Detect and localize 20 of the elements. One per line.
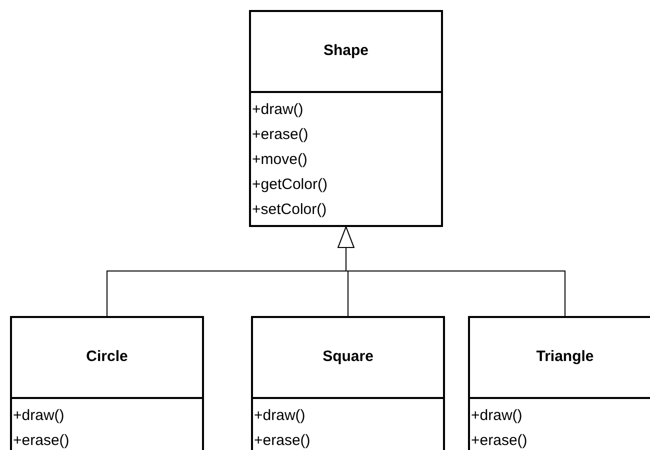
inheritance-arrow (338, 226, 566, 316)
class-box (249, 10, 443, 227)
method-text: +draw() (251, 100, 304, 120)
class-name: Shape (323, 41, 368, 62)
method-text: +erase() (251, 125, 310, 145)
method-text: +getColor() (251, 175, 328, 195)
class-box (468, 316, 650, 450)
method-text: +erase() (253, 431, 312, 450)
class-name: Triangle (536, 347, 594, 368)
method-text: +draw() (253, 406, 306, 426)
method-text: +draw() (12, 406, 66, 426)
class-name: Circle (86, 347, 128, 368)
method-text: +move() (251, 150, 308, 170)
method-text: +draw() (470, 406, 524, 426)
class-box (10, 316, 204, 450)
class-box (251, 316, 445, 450)
method-text: +erase() (470, 431, 528, 450)
method-text: +erase() (12, 431, 70, 450)
method-text: +setColor() (251, 200, 328, 220)
class-name: Square (322, 347, 374, 368)
